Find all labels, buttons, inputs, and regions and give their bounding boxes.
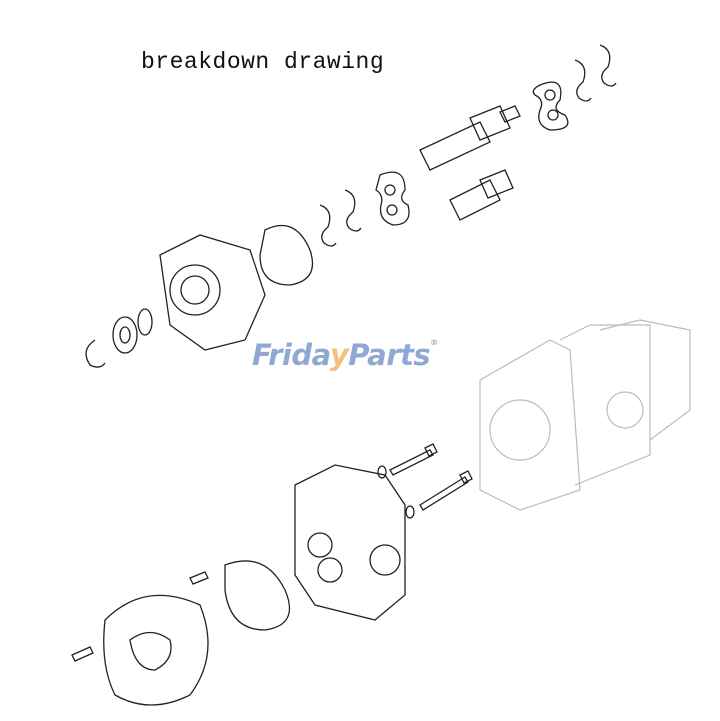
- drawing-title: breakdown drawing: [141, 49, 385, 75]
- gasket-bottom: [224, 560, 291, 631]
- gasket-top: [259, 224, 314, 286]
- snap-rings-top: [574, 44, 617, 102]
- driven-gear: [449, 169, 514, 221]
- front-cover: [159, 234, 266, 351]
- fridayparts-watermark: FridayParts®: [252, 338, 438, 372]
- gear-housing: [294, 464, 406, 621]
- logo-text-3: Parts: [348, 338, 431, 372]
- assembled-pump-reference: [479, 319, 691, 511]
- logo-text-2: y: [329, 338, 349, 372]
- wear-plate-top: [532, 81, 569, 131]
- bolts: [377, 443, 473, 519]
- dowel-pins: [71, 571, 209, 662]
- drive-shaft: [419, 105, 521, 171]
- registered-mark: ®: [430, 338, 438, 347]
- rear-plate: [103, 594, 209, 706]
- wear-plate-mid: [375, 171, 410, 226]
- snap-rings-mid: [319, 189, 362, 247]
- logo-text-1: Frida: [252, 338, 330, 372]
- seal-and-rings: [85, 308, 153, 368]
